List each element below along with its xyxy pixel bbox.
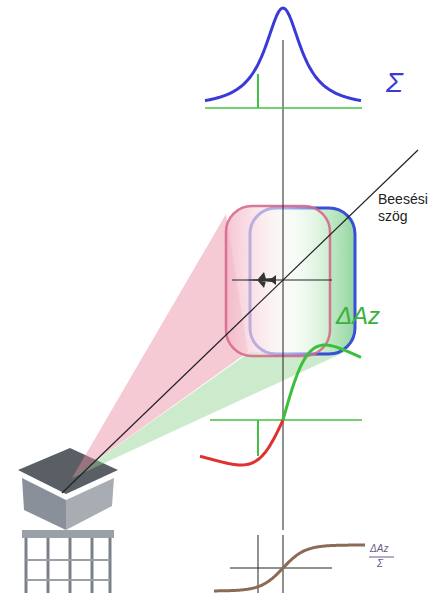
marker-line xyxy=(257,74,259,108)
baseline xyxy=(210,419,362,421)
difference-curve xyxy=(200,420,283,465)
marker-line xyxy=(257,420,259,456)
axis-line xyxy=(283,40,284,530)
radar-tower xyxy=(18,448,118,593)
baseline xyxy=(205,107,362,109)
incidence-line xyxy=(62,150,418,493)
beam-cone xyxy=(72,352,345,478)
axis-line xyxy=(283,535,284,593)
difference-curve xyxy=(283,345,361,420)
fraction-bar xyxy=(369,557,394,558)
ratio-numerator: ΔAz xyxy=(370,543,388,555)
beam-cone xyxy=(72,214,248,478)
sum-curve xyxy=(205,8,361,101)
axis-line xyxy=(258,535,259,593)
angle-label: Beesési szög xyxy=(378,191,434,225)
sum-label: Σ xyxy=(386,66,403,100)
difference-label: ΔAz xyxy=(336,302,380,331)
ratio-curve xyxy=(214,545,365,591)
aircraft xyxy=(246,272,276,288)
beam-lobe xyxy=(226,206,330,356)
ratio-denominator: Σ xyxy=(377,558,383,570)
